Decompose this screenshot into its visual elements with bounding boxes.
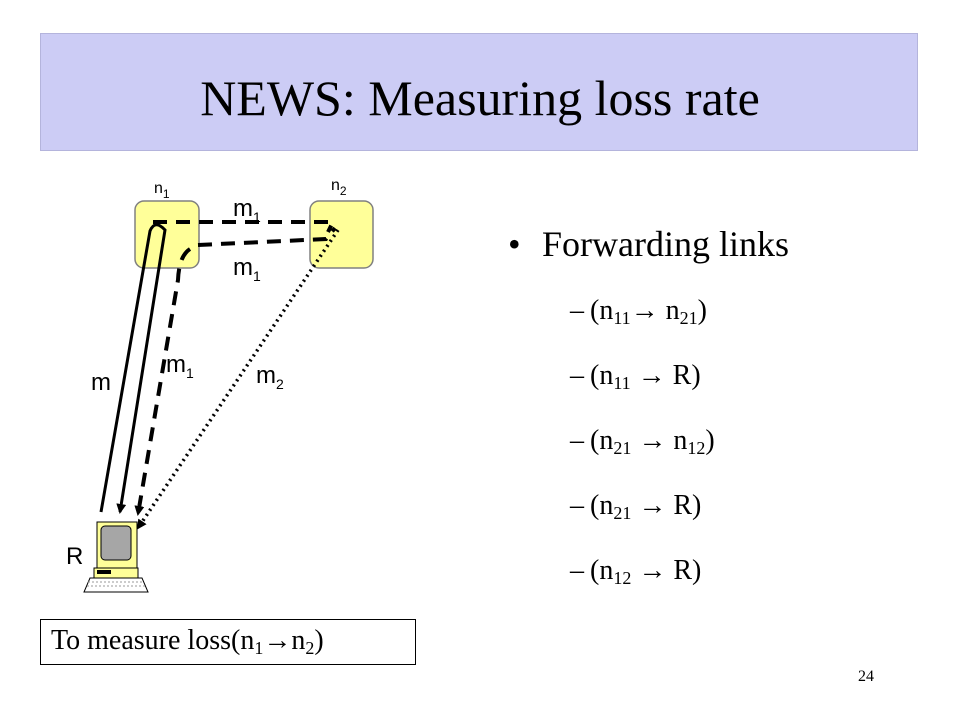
link-R-loop-n1 bbox=[99, 223, 167, 514]
list-item: –(n11 → R) bbox=[570, 360, 701, 393]
caption-box: To measure loss(n1→n2) bbox=[40, 619, 416, 665]
receiver-label: R bbox=[66, 543, 84, 570]
message-label-m: m bbox=[91, 369, 111, 396]
heading-text: Forwarding links bbox=[542, 224, 789, 264]
node-n1 bbox=[134, 200, 200, 269]
link-n1-to-R bbox=[134, 247, 192, 516]
list-item: –(n12 → R) bbox=[570, 555, 702, 588]
link-n1-n2-top bbox=[153, 220, 337, 233]
message-label-m1-mid: m1 bbox=[233, 254, 261, 285]
bullet-marker: • bbox=[508, 224, 521, 264]
message-label-m1-top: m1 bbox=[233, 195, 261, 226]
list-item: –(n21 → R) bbox=[570, 490, 702, 523]
node-label-n1: n1 bbox=[154, 180, 170, 202]
receiver-computer-icon bbox=[83, 521, 149, 593]
title-bar bbox=[40, 33, 918, 151]
list-item: –(n21 → n12) bbox=[570, 425, 715, 458]
node-n2 bbox=[309, 200, 374, 269]
message-label-m2: m2 bbox=[256, 362, 284, 393]
bullet-heading: • Forwarding links bbox=[508, 222, 789, 266]
page-number: 24 bbox=[858, 668, 874, 685]
node-label-n2: n2 bbox=[331, 177, 347, 199]
forwarding-links-list: –(n11→ n21) –(n11 → R) –(n21 → n12) –(n2… bbox=[570, 282, 715, 607]
slide-title: NEWS: Measuring loss rate bbox=[200, 70, 760, 126]
link-n1-n2-mid bbox=[197, 226, 337, 247]
list-item: –(n11→ n21) bbox=[570, 295, 707, 328]
message-label-m1-left: m1 bbox=[166, 351, 194, 382]
